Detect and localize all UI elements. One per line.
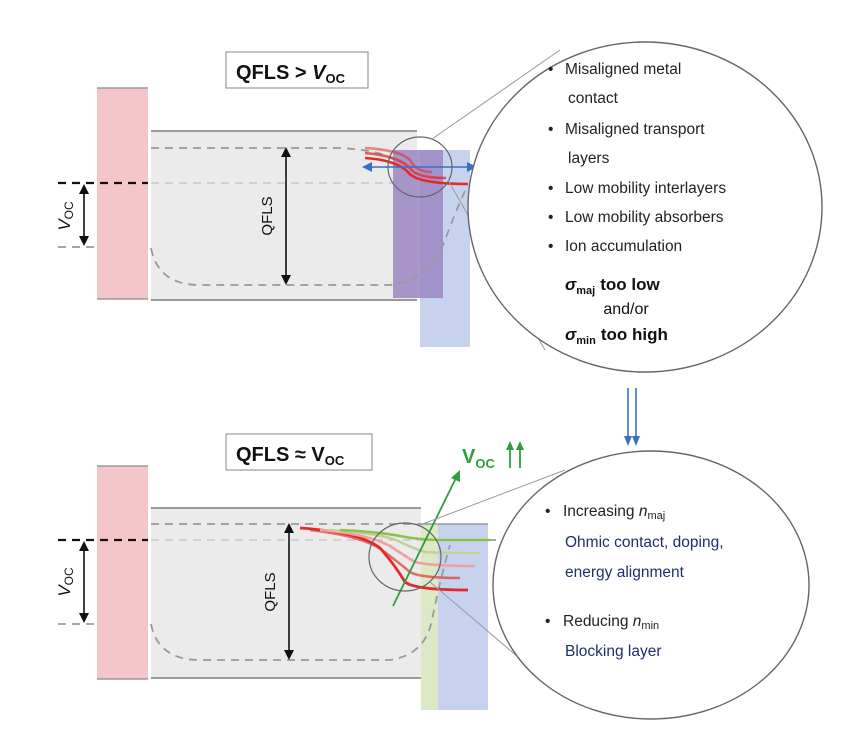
- svg-text:energy alignment: energy alignment: [565, 564, 685, 581]
- bottom-hole-qfl: [150, 544, 451, 661]
- svg-text:Ion accumulation: Ion accumulation: [565, 238, 682, 255]
- problem-item: • Misaligned transport layers: [548, 121, 705, 167]
- bottom-left-electrode: [97, 466, 148, 679]
- svg-text:•: •: [545, 613, 550, 630]
- solution-item: • Increasing nmaj Ohmic contact, doping,…: [545, 503, 724, 581]
- svg-text:Misaligned metal: Misaligned metal: [565, 61, 681, 78]
- voc-increase-arrow: [392, 477, 457, 607]
- svg-text:•: •: [548, 209, 553, 226]
- solution-item: • Reducing nmin Blocking layer: [545, 613, 662, 660]
- problems-bubble: • Misaligned metal contact • Misaligned …: [467, 41, 823, 373]
- svg-text:•: •: [548, 180, 553, 197]
- bottom-qfls-label: QFLS: [262, 572, 279, 611]
- top-header-text: QFLS > VOC: [236, 62, 346, 86]
- problem-item: • Low mobility absorbers: [548, 209, 724, 226]
- top-header-box: [225, 51, 369, 89]
- solutions-bubble: • Increasing nmaj Ohmic contact, doping,…: [492, 450, 810, 720]
- svg-text:Low mobility interlayers: Low mobility interlayers: [565, 180, 726, 197]
- bottom-header-text: QFLS ≈ VOC: [236, 444, 345, 468]
- svg-text:Misaligned transport: Misaligned transport: [565, 121, 705, 138]
- svg-text:•: •: [548, 238, 553, 255]
- bottom-zoom-ellipse: [368, 522, 442, 592]
- svg-text:Reducing nmin: Reducing nmin: [563, 613, 659, 632]
- svg-text:contact: contact: [568, 90, 619, 107]
- svg-text:Blocking layer: Blocking layer: [565, 643, 662, 660]
- top-zoom-ellipse: [387, 136, 453, 198]
- voc-increase-label: VOC: [462, 446, 495, 471]
- top-hole-qfl: [150, 184, 469, 286]
- problem-item: • Ion accumulation: [548, 238, 682, 255]
- svg-text:•: •: [548, 61, 553, 78]
- bottom-transport-green: [421, 524, 438, 710]
- problem-item: • Misaligned metal contact: [548, 61, 681, 107]
- svg-text:•: •: [548, 121, 553, 138]
- transition-arrows: [624, 388, 640, 446]
- top-left-electrode: [97, 88, 148, 299]
- svg-text:•: •: [545, 503, 550, 520]
- svg-text:Ohmic contact, doping,: Ohmic contact, doping,: [565, 534, 724, 551]
- andor-text: and/or: [603, 301, 649, 318]
- problem-item: • Low mobility interlayers: [548, 180, 726, 197]
- bottom-voc-label: VOC: [55, 567, 76, 597]
- svg-text:Increasing nmaj: Increasing nmaj: [563, 503, 665, 522]
- top-panel: QFLS > VOC VOC QFLS: [55, 49, 561, 351]
- svg-text:Low mobility absorbers: Low mobility absorbers: [565, 209, 724, 226]
- svg-text:layers: layers: [568, 150, 610, 167]
- problem-list: • Misaligned metal contact • Misaligned …: [548, 61, 726, 255]
- up-arrows-icon: [506, 441, 524, 468]
- bottom-panel: QFLS ≈ VOC VOC QFLS: [55, 433, 566, 710]
- bottom-header-box: [225, 433, 373, 471]
- top-qfls-label: QFLS: [259, 196, 276, 235]
- top-voc-label: VOC: [55, 201, 76, 231]
